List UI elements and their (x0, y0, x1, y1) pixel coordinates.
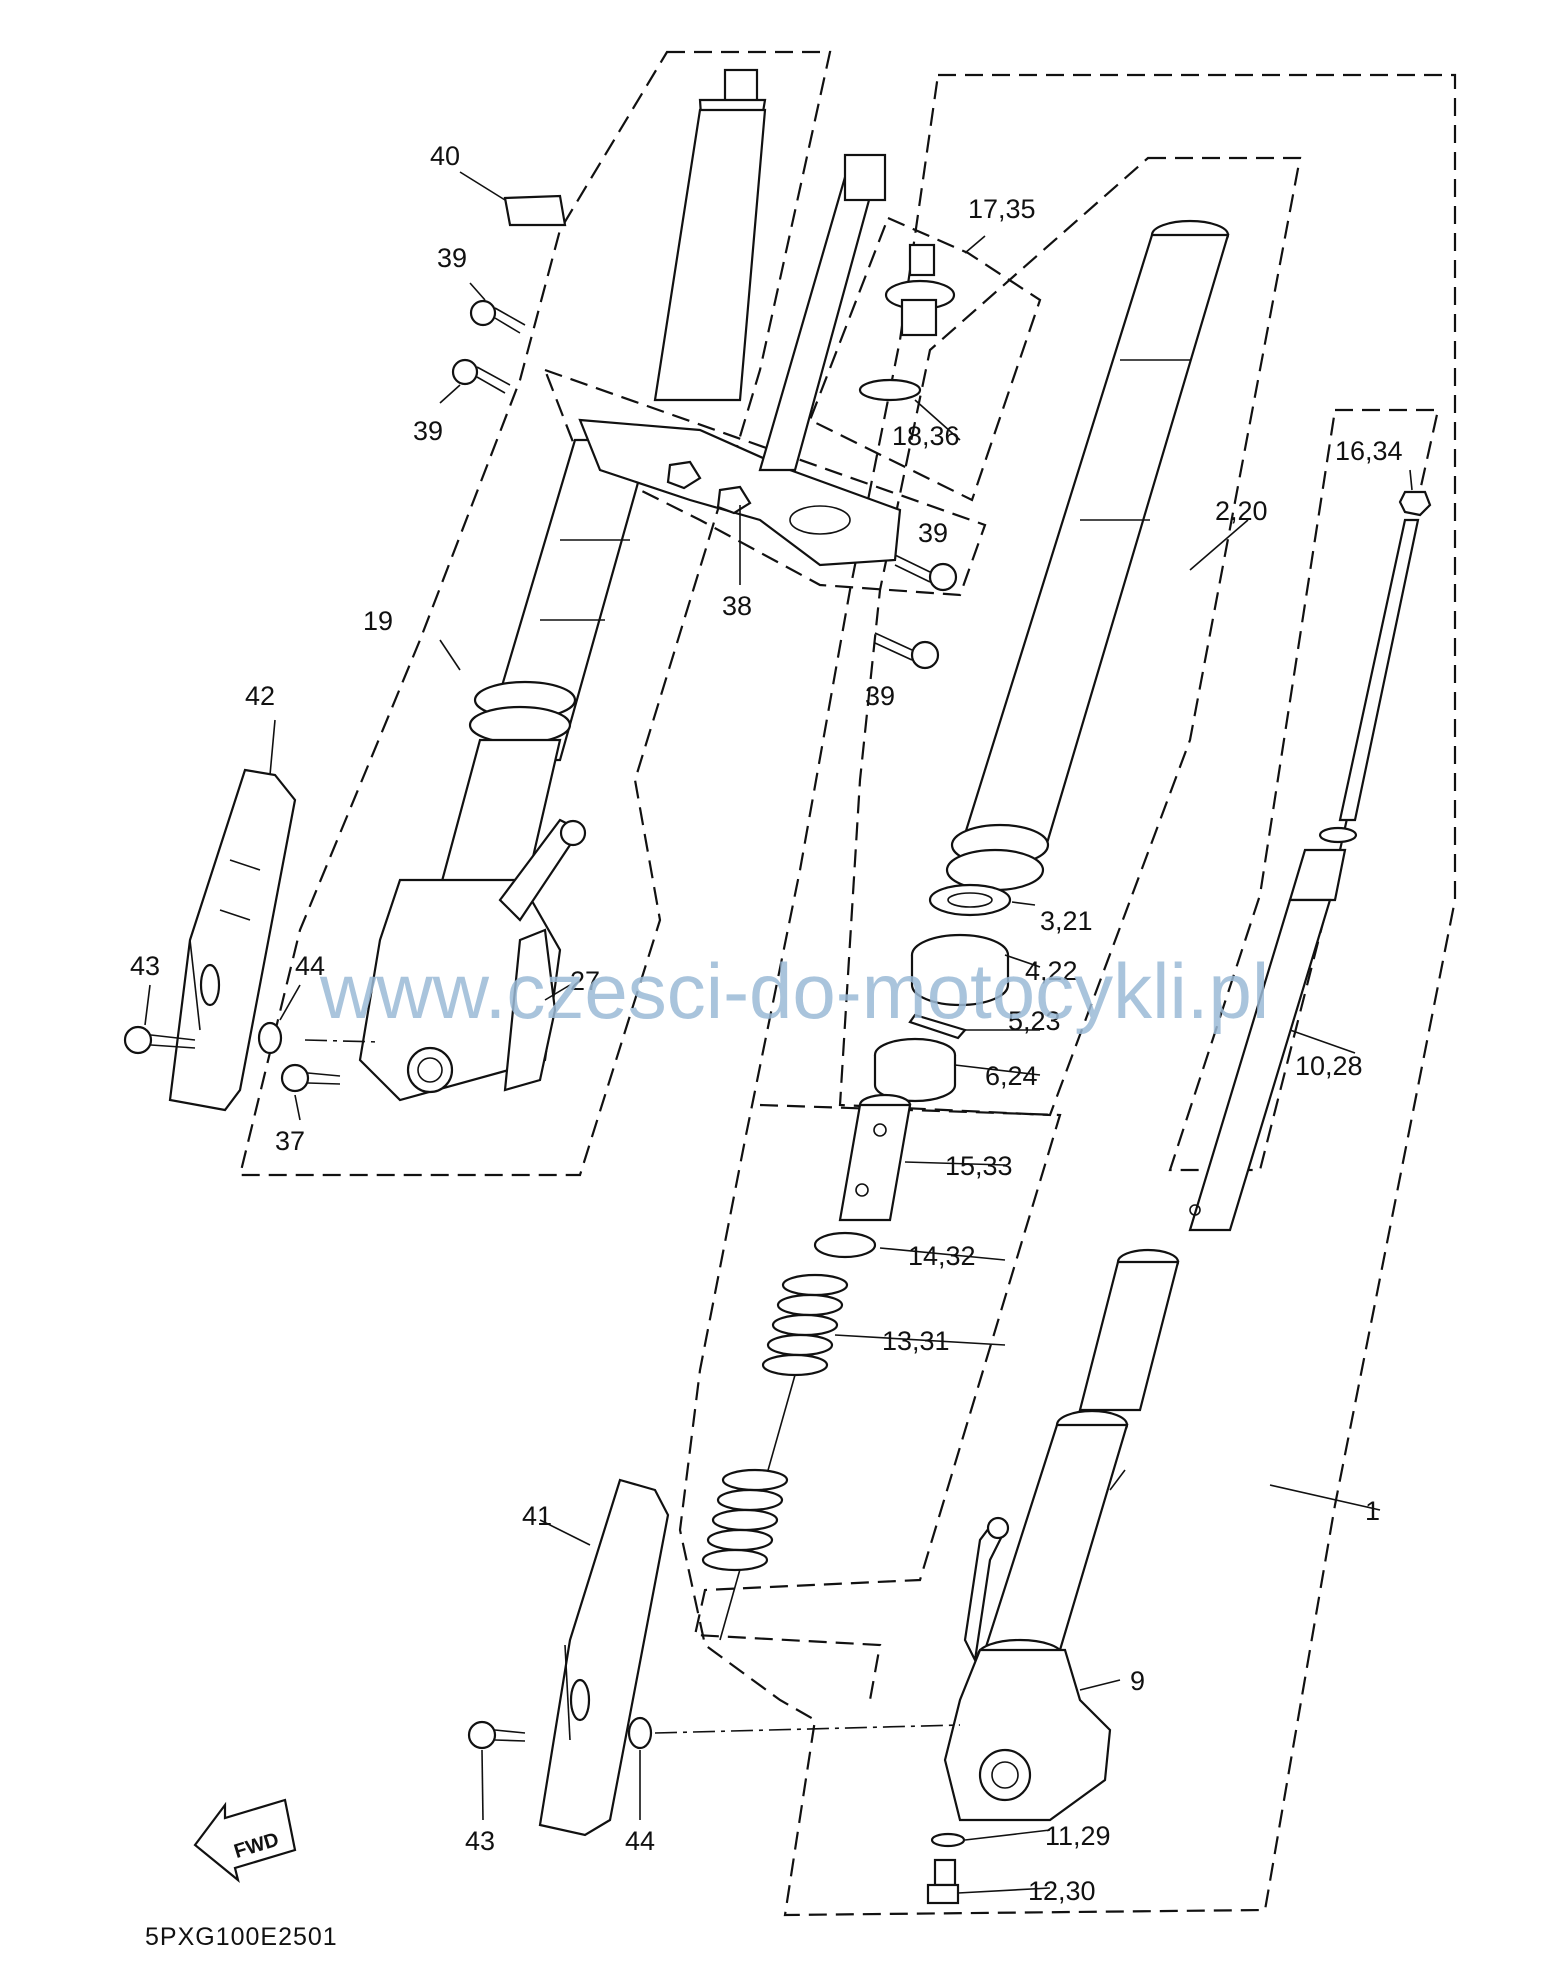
outline-cap-bolt (808, 216, 1042, 502)
guard-41 (538, 1478, 670, 1837)
o-ring (858, 378, 922, 402)
label-4-22: 4,22 (1025, 956, 1078, 986)
left-fork-assembly (358, 68, 767, 1102)
label-6-24: 6,24 (985, 1061, 1038, 1091)
inner-tube (958, 233, 1230, 852)
bolt-39-d (874, 632, 940, 670)
outline-spring-area (693, 1103, 1062, 1701)
bracket-nut-1 (666, 460, 702, 490)
part-labels: 40 39 39 39 39 17,35 18,36 16,34 2,20 38… (130, 141, 1403, 1906)
washer-11 (930, 1832, 966, 1848)
label-44-a: 44 (295, 951, 325, 981)
cap-bolt-body (900, 298, 938, 337)
label-9: 9 (1130, 1666, 1145, 1696)
inner-tube-assembly (945, 219, 1230, 892)
label-39-c: 39 (918, 518, 948, 548)
washer-44-a (257, 1021, 283, 1055)
clip (908, 1013, 967, 1040)
spring-lower (701, 1468, 789, 1572)
label-44-b: 44 (625, 1826, 655, 1856)
sticker-40 (503, 194, 567, 227)
label-1: 1 (1365, 1496, 1380, 1526)
group-outlines (238, 50, 1457, 1917)
leader-lines (144, 171, 1413, 1894)
stem-tube (758, 158, 882, 472)
stem-thread (843, 153, 887, 202)
bolt-39-c (894, 554, 958, 592)
label-17-35: 17,35 (968, 194, 1036, 224)
label-19: 19 (363, 606, 393, 636)
right-outer-tube (943, 1409, 1129, 1822)
label-27: 27 (570, 966, 600, 996)
watermark: www.czesci-do-motocykli.pl (319, 947, 1269, 1035)
diagram-code: 5PXG100E2501 (145, 1923, 338, 1951)
dust-seal (928, 883, 1012, 917)
upper-bracket (578, 418, 902, 567)
fwd-arrow-icon (193, 1798, 297, 1883)
spacer (838, 1093, 912, 1222)
rod-nut (1398, 490, 1432, 517)
outline-fork-assembly (678, 73, 1457, 1917)
label-10-28: 10,28 (1295, 1051, 1363, 1081)
bolt-39-a (469, 299, 526, 334)
label-16-34: 16,34 (1335, 436, 1403, 466)
bolt-12 (926, 1858, 960, 1905)
bolt-37 (280, 1063, 341, 1093)
steering-stem (758, 153, 887, 472)
bolts-39 (451, 299, 958, 670)
washer-44-b (627, 1716, 653, 1750)
label-39-a: 39 (437, 243, 467, 273)
spring-upper (719, 1273, 849, 1641)
outline-left-fork (238, 50, 832, 1177)
rod-piston (1288, 848, 1347, 902)
damper-rod (1188, 490, 1432, 1232)
fwd-arrow: FWD (193, 1798, 297, 1883)
left-upper-tube (653, 108, 767, 402)
label-43-b: 43 (465, 1826, 495, 1856)
label-5-23: 5,23 (1008, 1006, 1061, 1036)
label-14-32: 14,32 (908, 1241, 976, 1271)
spring-seat (813, 1231, 877, 1259)
rod-shaft (1338, 518, 1420, 822)
label-15-33: 15,33 (945, 1151, 1013, 1181)
label-3-21: 3,21 (1040, 906, 1093, 936)
label-12-30: 12,30 (1028, 1876, 1096, 1906)
label-40: 40 (430, 141, 460, 171)
bolt-43-b (467, 1720, 526, 1750)
guard-42 (168, 768, 297, 1112)
label-13-31: 13,31 (882, 1326, 950, 1356)
label-39-b: 39 (413, 416, 443, 446)
damper-cylinder (1188, 898, 1332, 1232)
lower-sleeve (1078, 1248, 1180, 1412)
label-37: 37 (275, 1126, 305, 1156)
label-2-20: 2,20 (1215, 496, 1268, 526)
bolt-43-a (123, 1025, 196, 1055)
bracket-nut-2 (716, 485, 752, 515)
label-43-a: 43 (130, 951, 160, 981)
cap-bolt-head (908, 243, 936, 277)
label-39-d: 39 (865, 681, 895, 711)
label-42: 42 (245, 681, 275, 711)
label-38: 38 (722, 591, 752, 621)
bolt-39-b (451, 358, 511, 394)
label-18-36: 18,36 (892, 421, 960, 451)
label-41: 41 (522, 1501, 552, 1531)
label-11-29: 11,29 (1045, 1821, 1111, 1851)
seal-stack (873, 883, 1012, 1103)
left-bracket-plate (503, 928, 557, 1092)
outline-inner-tube (838, 156, 1302, 1117)
axle-bracket-9 (943, 1648, 1112, 1822)
cap-bolt-group (858, 243, 956, 402)
